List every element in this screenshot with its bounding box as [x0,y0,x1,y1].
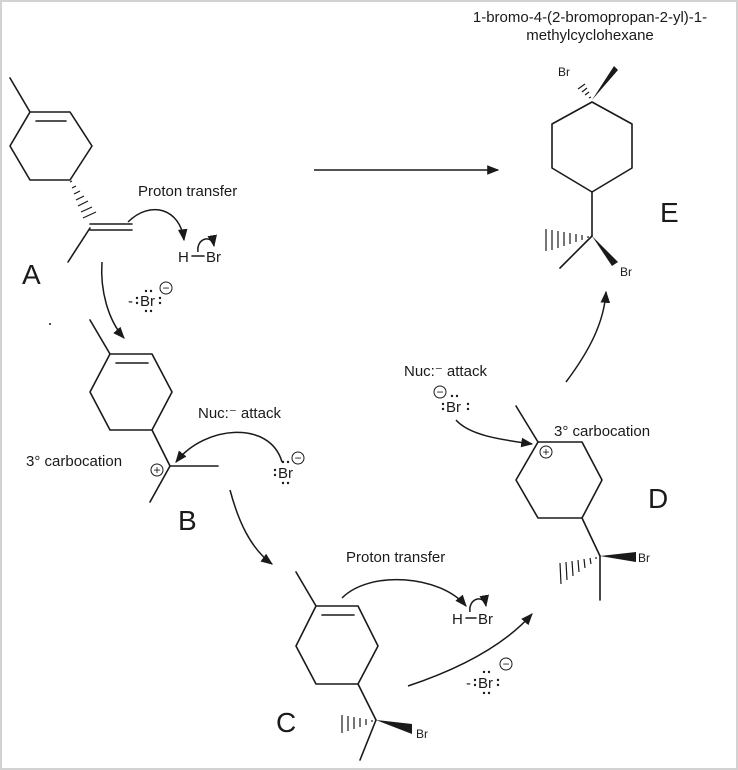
carbocation-label-b: 3° carbocation [26,453,122,470]
molecule-c: Br [295,571,428,761]
label-b: B [178,505,197,536]
curved-arrow-nuc2 [455,419,534,448]
svg-text:−: − [162,281,169,295]
svg-text:Br: Br [206,249,221,266]
product-name-line2: methylcyclohexane [526,27,654,44]
svg-text:−: − [502,657,509,671]
arrow-a-to-b [100,261,125,339]
curved-arrow-pt2 [341,578,467,607]
bromide-ion-3: - Br − [466,657,513,695]
molecule-d: Br [515,405,650,601]
hbr-2: H Br [452,594,493,628]
curved-arrow-nuc1 [175,431,283,463]
svg-text:H: H [178,249,189,266]
molecule-a [9,77,133,263]
carbocation-plus-b: + [150,463,164,477]
label-e: E [660,197,679,228]
hbr-1: H Br [178,234,221,266]
nuc-attack-label-1: Nuc:⁻ attack [198,405,281,422]
svg-text:Br: Br [416,727,428,741]
svg-text:Br: Br [446,399,461,416]
svg-text:Br: Br [478,675,493,692]
carbocation-plus-d: + [539,445,553,459]
svg-text:+: + [542,445,549,459]
label-d: D [648,483,668,514]
carbocation-label-d: 3° carbocation [554,423,650,440]
bromide-ion-2: Br − [273,451,305,485]
label-c: C [276,707,296,738]
label-a: A [22,259,41,290]
svg-text:−: − [436,385,443,399]
nuc-attack-label-2: Nuc:⁻ attack [404,363,487,380]
svg-text:-: - [466,675,471,692]
svg-text:Br: Br [620,265,632,279]
molecule-b [89,319,219,503]
arrow-b-to-c [229,489,273,565]
svg-text:Br: Br [478,611,493,628]
svg-text:H: H [452,611,463,628]
svg-text:Br: Br [140,293,155,310]
svg-text:-: - [128,293,133,310]
proton-transfer-label-2: Proton transfer [346,549,445,566]
proton-transfer-label-1: Proton transfer [138,183,237,200]
bromide-ion-4: − Br [433,385,470,416]
bromide-ion-1: - Br − [128,281,173,313]
svg-text:Br: Br [278,465,293,482]
svg-text:Br: Br [558,65,570,79]
arrow-d-to-e [565,290,611,383]
hashed-wedge [69,180,97,219]
curved-arrow-pt1 [127,208,188,242]
svg-text:+: + [153,463,160,477]
svg-text:−: − [294,451,301,465]
molecule-e: Br Br [545,65,633,279]
arrow-c-to-d [407,613,533,687]
product-name-line1: 1-bromo-4-(2-bromopropan-2-yl)-1- [473,9,707,26]
svg-text:Br: Br [638,551,650,565]
